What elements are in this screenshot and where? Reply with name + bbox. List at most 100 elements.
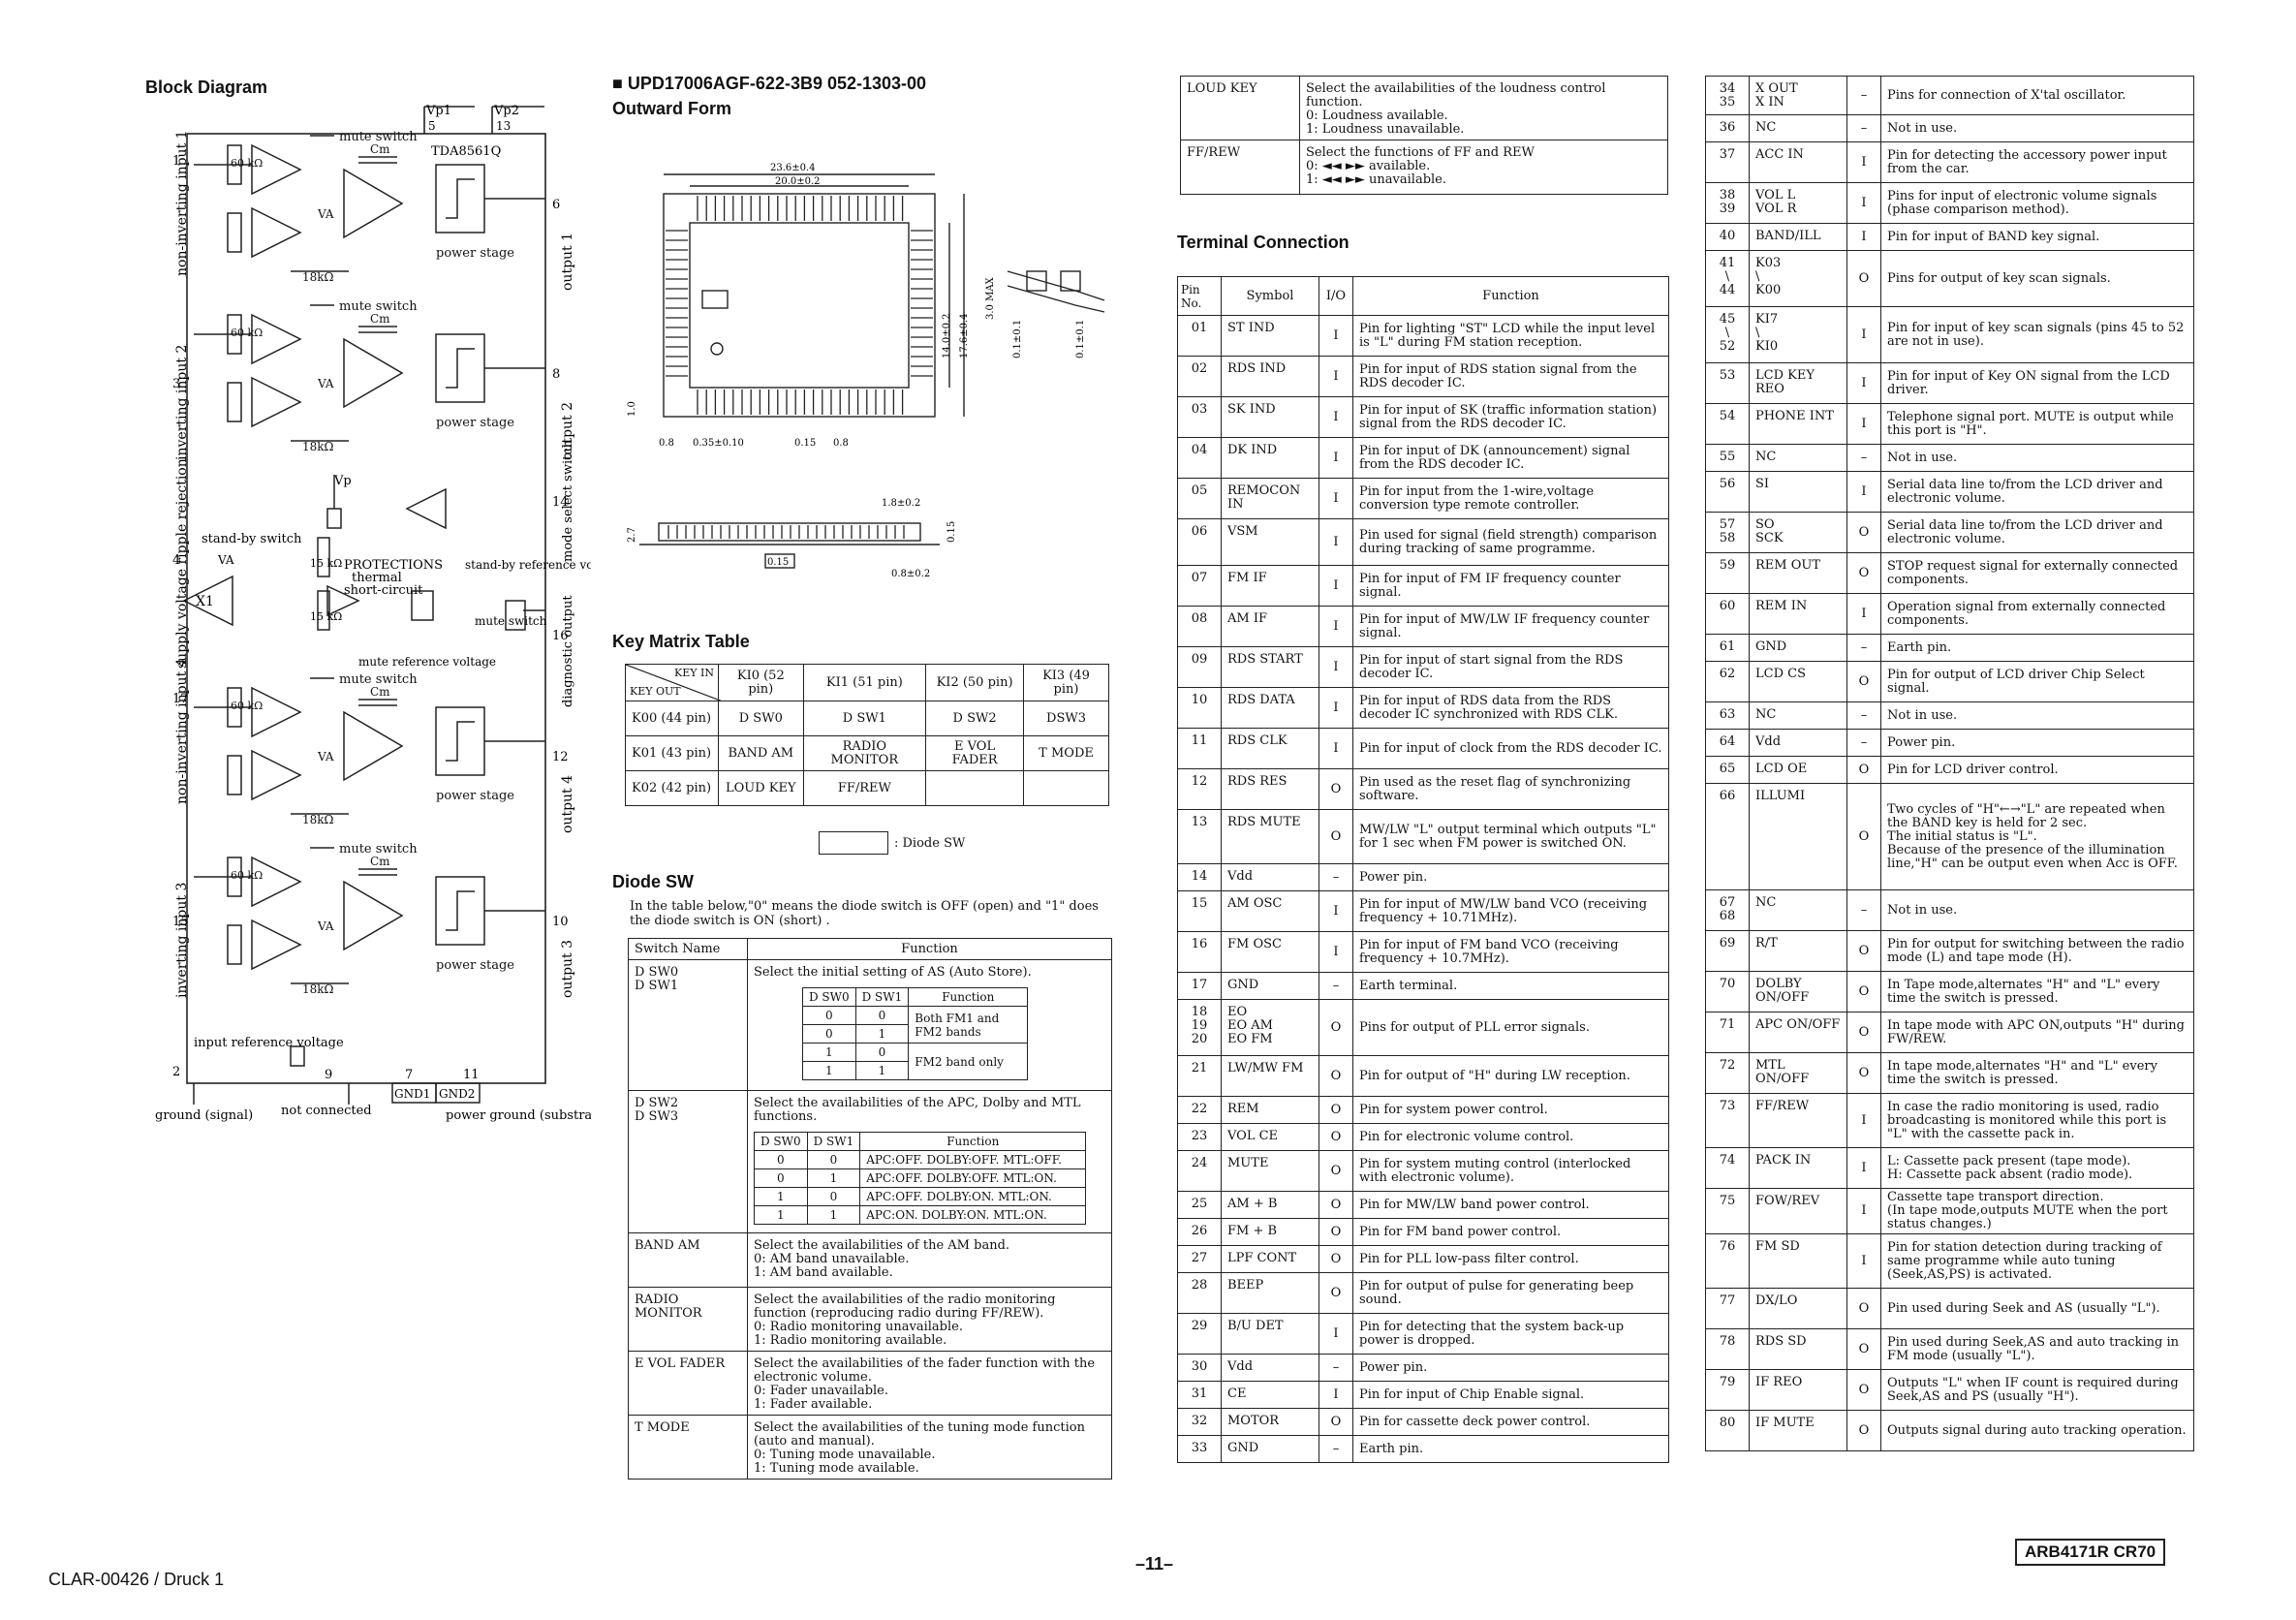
cell-io: – xyxy=(1846,444,1881,472)
cell-io: I xyxy=(1319,606,1353,647)
r60-label: 60 kΩ xyxy=(231,327,263,339)
cell-io: I xyxy=(1319,356,1353,397)
cell-symbol: Vdd xyxy=(1221,1354,1319,1382)
cell-io: O xyxy=(1319,1096,1353,1124)
cell-symbol: REM OUT xyxy=(1749,552,1847,594)
cell-pin: 40 xyxy=(1705,223,1750,251)
cell-function: Pin for output for switching between the… xyxy=(1880,930,2194,972)
cell-io: O xyxy=(1319,1272,1353,1314)
cell-function: Pins for output of key scan signals. xyxy=(1880,250,2194,307)
loud-ff-table: LOUD KEY Select the availabilities of th… xyxy=(1180,76,1668,195)
standby-ref-label: stand-by reference voltage xyxy=(465,558,591,572)
outward-subtitle: Outward Form xyxy=(612,99,732,118)
key-matrix-cell xyxy=(925,770,1025,806)
key-matrix-cell: D SW1 xyxy=(802,701,927,736)
cell-symbol: RDS SD xyxy=(1749,1328,1847,1370)
va-label: VA xyxy=(317,207,334,221)
cell-function: Power pin. xyxy=(1352,863,1669,891)
switch-function: Select the availabilities of the radio m… xyxy=(747,1287,1112,1352)
cell-pin: 63 xyxy=(1705,701,1750,730)
cell-io: I xyxy=(1319,478,1353,519)
cell-function: Pin used for signal (field strength) com… xyxy=(1352,518,1669,566)
cell-io: – xyxy=(1319,863,1353,891)
cell-io: O xyxy=(1846,512,1881,553)
cell-symbol: FF/REW xyxy=(1749,1093,1847,1148)
cell-pin: 79 xyxy=(1705,1369,1750,1411)
cell-pin: 45 \ 52 xyxy=(1705,306,1750,363)
cell-function: Serial data line to/from the LCD driver … xyxy=(1880,512,2194,553)
key-matrix-cell: T MODE xyxy=(1023,735,1109,771)
cell-symbol: GND xyxy=(1221,1435,1319,1463)
diode-sw-intro: In the table below,"0" means the diode s… xyxy=(630,899,1099,928)
diode-sw-title: Diode SW xyxy=(612,872,694,891)
cell-symbol: DOLBY ON/OFF xyxy=(1749,971,1847,1012)
col-header: I/O xyxy=(1319,276,1353,316)
cell-function: Operation signal from externally connect… xyxy=(1880,593,2194,635)
dim-label: 2.7 xyxy=(627,527,637,543)
cell-io: I xyxy=(1846,362,1881,404)
cell-function: Earth pin. xyxy=(1880,634,2194,662)
cell-pin: 17 xyxy=(1177,972,1222,1000)
cell-io: – xyxy=(1319,1354,1353,1382)
cell-function: Cassette tape transport direction. (In t… xyxy=(1880,1188,2194,1234)
cell-io: O xyxy=(1319,1245,1353,1273)
cell-io: – xyxy=(1846,634,1881,662)
switch-name: RADIO MONITOR xyxy=(628,1287,748,1352)
cell-function: Pin for input of FM band VCO (receiving … xyxy=(1352,931,1669,973)
switch-name: FF/REW xyxy=(1180,140,1300,195)
cell-io: – xyxy=(1846,114,1881,142)
cell-symbol: LW/MW FM xyxy=(1221,1055,1319,1097)
cell-function: Pin for station detection during trackin… xyxy=(1880,1233,2194,1289)
cell-io: – xyxy=(1846,701,1881,730)
cell-pin: 64 xyxy=(1705,729,1750,757)
cell-function: Pin for LCD driver control. xyxy=(1880,756,2194,784)
cell-function: Pin for input of DK (announcement) signa… xyxy=(1352,437,1669,479)
cell-io: O xyxy=(1846,250,1881,307)
cell-io: I xyxy=(1846,182,1881,224)
cell-pin: 61 xyxy=(1705,634,1750,662)
cell-io: – xyxy=(1846,729,1881,757)
cell-io: O xyxy=(1846,1328,1881,1370)
switch-name: D SW0 D SW1 xyxy=(628,959,748,1091)
switch-function: Select the availabilities of the fader f… xyxy=(747,1351,1112,1416)
r60-label: 60 kΩ xyxy=(231,157,263,170)
cell-function: Pin for cassette deck power control. xyxy=(1352,1408,1669,1436)
dim-label: 14.0±0.2 xyxy=(942,313,952,358)
cell-symbol: VOL L VOL R xyxy=(1749,182,1847,224)
power-stage-label: power stage xyxy=(436,789,514,803)
cell-function: Pin for output of "H" during LW receptio… xyxy=(1352,1055,1669,1097)
key-matrix-title: Key Matrix Table xyxy=(612,632,750,651)
pin-label: 15 xyxy=(172,915,189,929)
cell-pin: 67 68 xyxy=(1705,889,1750,931)
page-number: –11– xyxy=(1135,1554,1174,1573)
mute-switch-label: mute switch xyxy=(339,299,418,314)
cell-io: I xyxy=(1846,1147,1881,1189)
dim-label: 17.6±0.4 xyxy=(959,313,970,358)
cell-pin: 02 xyxy=(1177,356,1222,397)
outward-title: ■ UPD17006AGF-622-3B9 052-1303-00 xyxy=(612,74,927,93)
input-ref-label: input reference voltage xyxy=(194,1036,344,1050)
cell-pin: 03 xyxy=(1177,396,1222,438)
cell-symbol: AM + B xyxy=(1221,1191,1319,1219)
diode-sw-table: Switch Name Function D SW0 D SW1 Select … xyxy=(628,938,1112,1480)
dim-label: 0.15 xyxy=(794,438,816,449)
cell-io: O xyxy=(1319,1055,1353,1097)
cell-function: Pin used as the reset flag of synchroniz… xyxy=(1352,768,1669,810)
switch-function: Select the availabilities of the AM band… xyxy=(747,1232,1112,1288)
cell-function: Pin for detecting the accessory power in… xyxy=(1880,141,2194,183)
pin-label: 8 xyxy=(552,367,560,382)
col-header: Switch Name xyxy=(628,938,748,960)
